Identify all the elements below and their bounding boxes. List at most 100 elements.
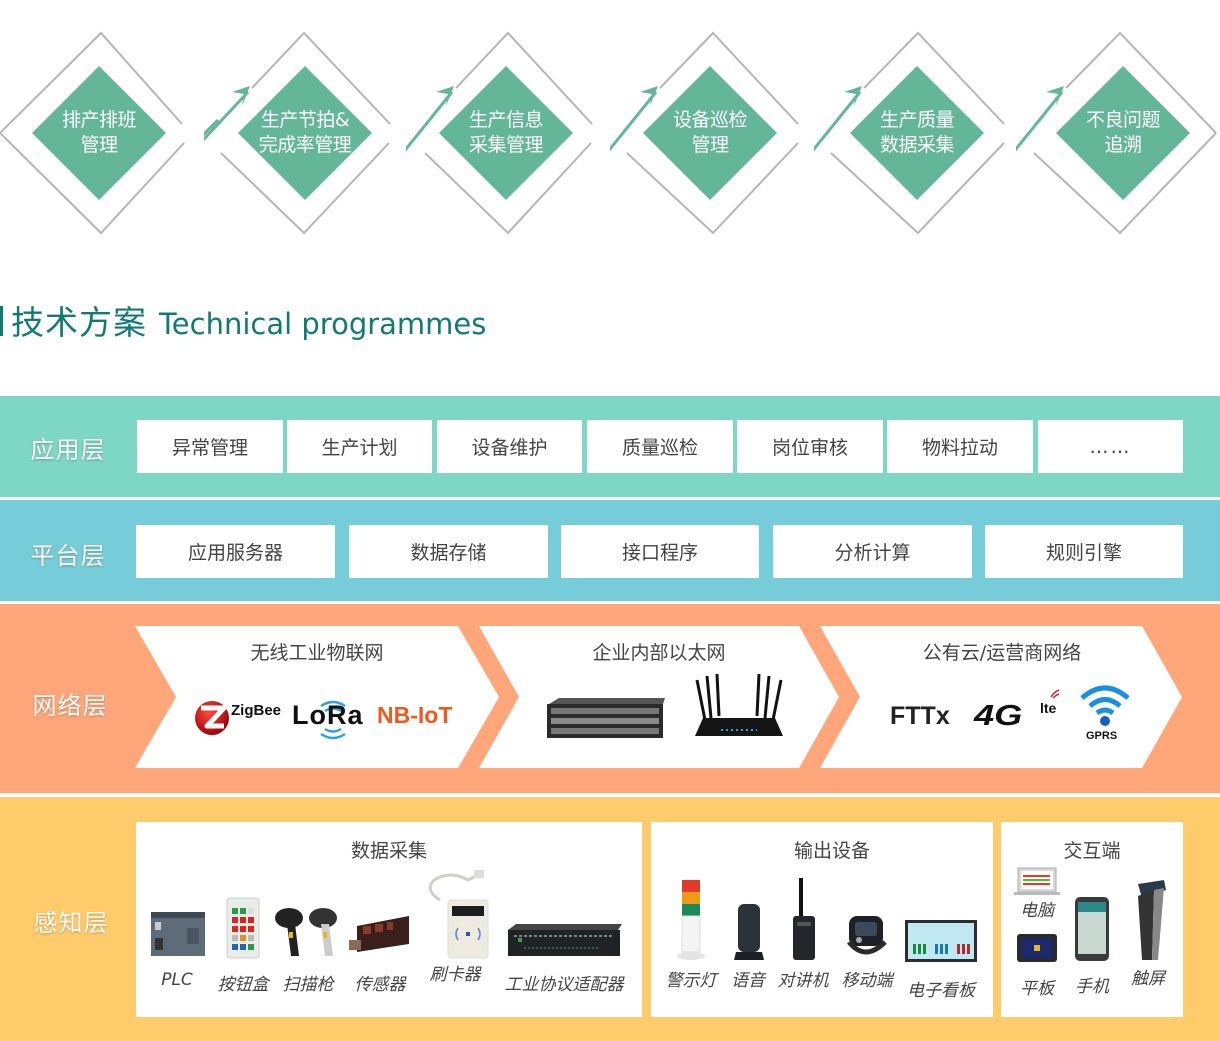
layer-name: 平台层 — [30, 542, 106, 570]
step-label-line2: 采集管理 — [468, 134, 544, 156]
device-label: 对讲机 — [777, 971, 829, 991]
diamond-outline-icon — [814, 31, 1005, 235]
flow-step: 生产质量数据采集 — [814, 30, 1020, 236]
app-item[interactable]: 岗位审核 — [737, 420, 883, 473]
step-label-line2: 管理 — [691, 134, 729, 156]
platform-layer: 平台层 应用服务器 数据存储 接口程序 分析计算 规则引擎 — [0, 500, 1220, 601]
sensing-layer: 感知层 数据采集 PLC 按钮盒 — [0, 797, 1220, 1041]
flow-step: 生产信息采集管理 — [406, 30, 612, 236]
card-reader-icon — [428, 870, 489, 959]
warning-light-icon — [677, 880, 705, 960]
smartphone-icon — [1075, 897, 1109, 961]
device-scanner: 扫描枪 — [270, 906, 346, 995]
device-walkie-talkie: 对讲机 — [771, 878, 835, 991]
section-title-en: Technical programmes — [159, 307, 487, 341]
device-label: 移动端 — [841, 971, 893, 991]
device-plc: PLC — [146, 908, 208, 990]
network-group-title: 企业内部以太网 — [592, 642, 726, 664]
network-group-carrier: 公有云/运营商网络 FTTx 4G lte GPRS — [820, 626, 1184, 768]
device-sensor: 传感器 — [346, 908, 414, 995]
step-label-line1: 排产排班 — [61, 109, 137, 131]
application-layer: 应用层 异常管理 生产计划 设备维护 质量巡检 岗位审核 物料拉动 …… — [0, 396, 1220, 497]
diamond-outline-icon — [0, 31, 185, 235]
panel-interaction: 交互端 电脑 平板 — [1001, 822, 1183, 1017]
diamond-outline-icon — [204, 31, 391, 235]
device-label: 电脑 — [1020, 901, 1054, 921]
plc-icon — [151, 912, 205, 956]
app-item[interactable]: 物料拉动 — [887, 420, 1033, 473]
walkie-talkie-icon — [793, 878, 815, 960]
flow-step: 不良问题追溯 — [1016, 30, 1220, 236]
panel-output-devices: 输出设备 警示灯 语音 对讲机 — [651, 822, 993, 1017]
laptop-icon — [1014, 867, 1060, 895]
panel-title: 输出设备 — [793, 840, 870, 862]
diamond-outline-icon — [1016, 31, 1217, 235]
sensor-icon — [349, 916, 409, 952]
platform-item[interactable]: 数据存储 — [349, 525, 548, 578]
device-label: 平板 — [1020, 979, 1054, 999]
device-button-box: 按钮盒 — [210, 896, 276, 995]
device-card-reader: 刷卡器 — [420, 870, 490, 985]
device-label: 按钮盒 — [217, 975, 269, 995]
step-label-line2: 数据采集 — [879, 134, 955, 156]
device-label: 工业协议适配器 — [504, 975, 624, 995]
app-item[interactable]: 质量巡检 — [587, 420, 733, 473]
flow-step: 生产节拍&完成率管理 — [204, 30, 410, 236]
button-box-icon — [226, 897, 260, 959]
flow-step: 设备巡检管理 — [610, 30, 816, 236]
lora-signal-icon — [320, 700, 346, 740]
step-label-line1: 生产信息 — [468, 109, 544, 131]
device-warning-light: 警示灯 — [661, 878, 721, 991]
step-label-line1: 设备巡检 — [672, 109, 748, 131]
device-protocol-adapter: 工业协议适配器 — [498, 918, 630, 995]
platform-item[interactable]: 接口程序 — [561, 525, 759, 578]
chevron-shape — [135, 626, 499, 768]
device-voice: 语音 — [725, 902, 771, 991]
device-tablet: 平板 — [1013, 932, 1061, 999]
wifi-router-icon — [695, 674, 783, 736]
platform-item[interactable]: 应用服务器 — [136, 525, 335, 578]
app-item[interactable]: 生产计划 — [287, 420, 432, 473]
network-switch-icon — [547, 698, 665, 738]
layer-name: 感知层 — [33, 909, 109, 937]
device-label: 传感器 — [354, 975, 406, 995]
network-group-wireless: 无线工业物联网 ZigBee LoRa NB-IoT — [135, 626, 519, 768]
layer-name: 应用层 — [30, 436, 106, 464]
device-label: 警示灯 — [665, 971, 717, 991]
network-layer: 网络层 无线工业物联网 ZigBee LoRa NB-IoT 企业内部以太网 — [0, 604, 1220, 793]
network-group-title: 无线工业物联网 — [250, 642, 384, 664]
layer-name: 网络层 — [32, 692, 108, 720]
app-item[interactable]: 设备维护 — [437, 420, 582, 473]
panel-data-collection: 数据采集 PLC 按钮盒 — [136, 822, 642, 1017]
diamond-outline-icon — [406, 31, 593, 235]
tablet-icon — [1017, 934, 1057, 962]
step-label-line2: 追溯 — [1104, 134, 1142, 156]
device-label: PLC — [161, 970, 193, 990]
platform-item[interactable]: 分析计算 — [773, 525, 972, 578]
step-label-line2: 管理 — [80, 134, 118, 156]
section-title: 技术方案 Technical programmes — [0, 296, 486, 346]
section-title-cn: 技术方案 — [11, 303, 147, 342]
title-accent-bar — [0, 306, 3, 336]
4g-text: 4G — [974, 700, 1023, 732]
voice-speaker-icon — [734, 904, 764, 960]
nbiot-text: NB-IoT — [377, 702, 453, 728]
step-label-line1: 不良问题 — [1085, 109, 1161, 131]
step-label-line1: 生产节拍& — [260, 109, 350, 131]
zigbee-logo-icon — [195, 701, 229, 735]
zigbee-text: ZigBee — [231, 702, 282, 719]
touchscreen-kiosk-icon — [1138, 880, 1166, 960]
device-phone: 手机 — [1069, 896, 1115, 997]
panel-title: 数据采集 — [350, 840, 427, 862]
diamond-outline-icon — [610, 31, 799, 235]
process-flow: 排产排班管理 生产节拍&完成率管理 生产信息采集管理 — [0, 0, 1220, 260]
barcode-scanner-icon — [275, 908, 337, 956]
platform-item[interactable]: 规则引擎 — [985, 525, 1183, 578]
smartwatch-icon — [847, 916, 887, 955]
app-item[interactable]: 异常管理 — [137, 420, 283, 473]
network-group-ethernet: 企业内部以太网 — [479, 626, 863, 768]
device-pc: 电脑 — [1013, 866, 1061, 921]
device-mobile-watch: 移动端 — [837, 912, 897, 991]
app-item-more[interactable]: …… — [1038, 420, 1183, 473]
device-label: 触屏 — [1131, 969, 1165, 989]
